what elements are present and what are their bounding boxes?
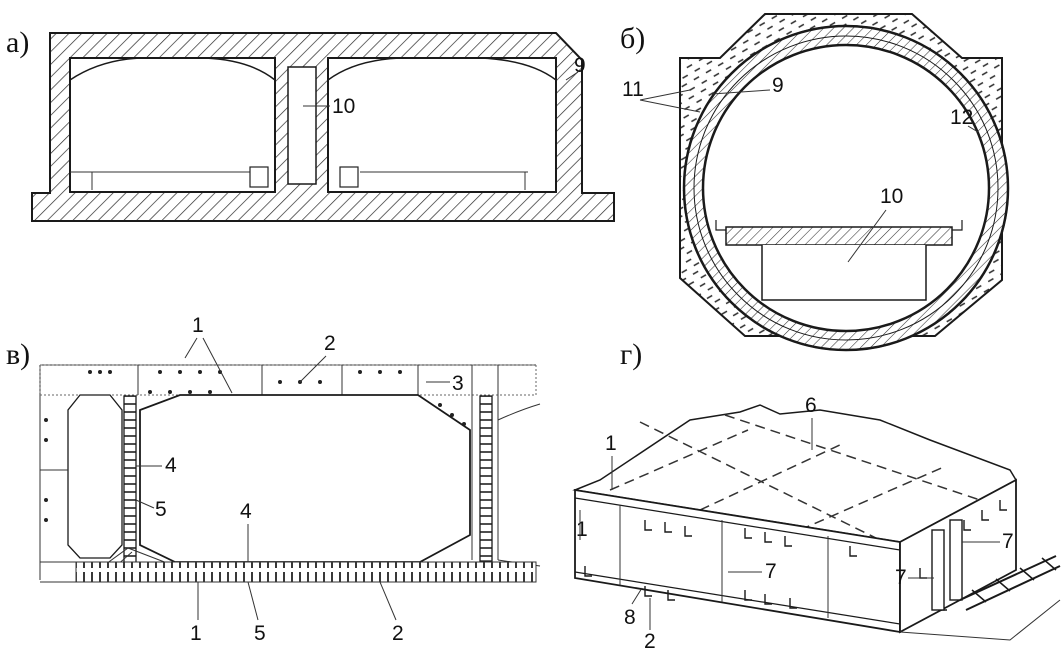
panel-b: б) 11 9 12 10 <box>620 13 1010 352</box>
label-fill: 11 <box>622 78 644 101</box>
panel-a: а) 10 9 <box>6 26 615 222</box>
label-stiffener-bottom: 5 <box>254 622 266 645</box>
panel-b-letter: б) <box>620 22 645 55</box>
label-skin-top: 2 <box>324 332 336 355</box>
label-lining: 9 <box>772 74 784 97</box>
bottom-stiffener-band <box>75 561 537 583</box>
label-slab: 10 <box>880 185 903 208</box>
label-skin-bottom: 2 <box>392 622 404 645</box>
label-web-lower: 4 <box>240 500 252 523</box>
label-ring: 12 <box>950 106 973 129</box>
panel-g-letter: г) <box>620 338 642 371</box>
panel-a-letter: а) <box>6 26 29 59</box>
label-rib-top: 1 <box>192 314 204 337</box>
label-corner: 3 <box>452 372 464 395</box>
label-bulkhead-front: 7 <box>765 560 777 583</box>
deck-slab <box>725 226 953 246</box>
label-cell: 8 <box>624 606 636 629</box>
label-stiffener-left: 5 <box>155 498 167 521</box>
label-bulkhead-side: 7 <box>895 566 907 589</box>
label-edge-top: 1 <box>605 432 617 455</box>
panel-v: в) <box>6 314 541 645</box>
label-edge-side: 1 <box>576 518 588 541</box>
double-box-shell <box>31 32 615 222</box>
cell-outline <box>139 394 471 563</box>
central-gap <box>287 66 317 185</box>
label-bracket: 2 <box>644 630 656 648</box>
label-rib-bottom: 1 <box>190 622 202 645</box>
panel-g: г) <box>572 338 1061 648</box>
label-deck: 6 <box>805 394 817 417</box>
label-gap: 10 <box>332 95 355 118</box>
label-shell: 9 <box>574 54 586 77</box>
label-bulkhead-right: 7 <box>1002 530 1014 553</box>
label-web-upper: 4 <box>165 454 177 477</box>
circular-lining <box>682 24 1010 352</box>
panel-v-letter: в) <box>6 338 30 371</box>
ladder-left <box>123 395 137 572</box>
ladder-right <box>479 395 493 562</box>
